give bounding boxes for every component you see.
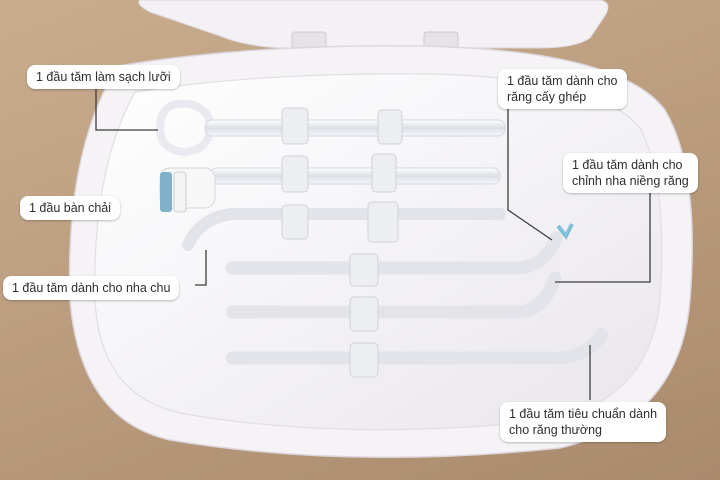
callout-tongue-cleaner: 1 đầu tăm làm sạch lưỡi <box>27 65 180 89</box>
callout-text: 1 đầu bàn chải <box>29 201 112 215</box>
orthodontic-tip <box>225 271 562 332</box>
callout-implant: 1 đầu tăm dành cho răng cấy ghép <box>498 69 627 109</box>
callout-text: chỉnh nha niềng răng <box>572 174 689 188</box>
brush-head-tip <box>159 153 501 213</box>
callout-periodontal: 1 đầu tăm dành cho nha chu <box>3 276 180 300</box>
leader-tongue <box>95 86 158 131</box>
callout-standard: 1 đầu tăm tiêu chuẩn dành cho răng thườn… <box>500 402 667 442</box>
tongue-cleaner-tip <box>155 99 506 157</box>
leader-periodontal <box>195 250 207 286</box>
callout-text: cho răng thường <box>509 423 603 437</box>
case-lid <box>138 0 609 49</box>
callout-text: 1 đầu tăm làm sạch lưỡi <box>36 70 171 84</box>
callout-text: 1 đầu tăm dành cho <box>507 74 618 88</box>
periodontal-tip <box>182 201 506 251</box>
standard-tip <box>225 327 609 378</box>
callout-brush-head: 1 đầu bàn chải <box>20 196 121 220</box>
callout-text: 1 đầu tăm dành cho <box>572 158 683 172</box>
leader-orthodontic <box>555 188 651 283</box>
case-tray <box>94 73 663 431</box>
callout-text: răng cấy ghép <box>507 90 587 104</box>
implant-tip <box>225 223 574 287</box>
callout-orthodontic: 1 đầu tăm dành cho chỉnh nha niềng răng <box>563 153 698 193</box>
callout-text: 1 đầu tăm tiêu chuẩn dành <box>509 407 658 421</box>
leader-implant <box>507 108 553 241</box>
callout-text: 1 đầu tăm dành cho nha chu <box>12 281 171 295</box>
